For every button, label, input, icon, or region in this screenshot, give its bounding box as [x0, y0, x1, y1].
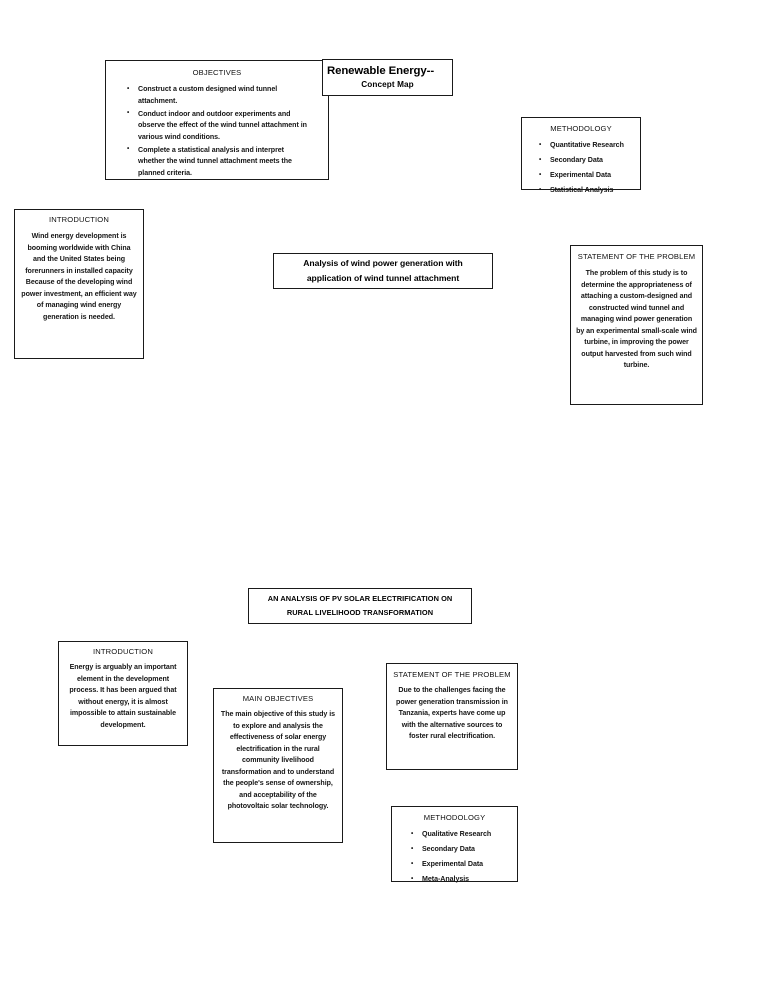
- objectives-box: OBJECTIVES Construct a custom designed w…: [105, 60, 329, 180]
- main-objectives-text: The main objective of this study is to e…: [220, 710, 336, 811]
- main-objectives-box-solar: MAIN OBJECTIVES The main objective of th…: [213, 688, 343, 843]
- introduction-box-wind: INTRODUCTION Wind energy development is …: [14, 209, 144, 359]
- problem-heading: STATEMENT OF THE PROBLEM: [577, 252, 696, 261]
- central-topic-box-wind: Analysis of wind power generation with a…: [273, 253, 493, 289]
- page-title: Renewable Energy--: [326, 65, 435, 77]
- methodology-list: Quantitative Research Secondary Data Exp…: [526, 140, 636, 196]
- methodology-box-wind: METHODOLOGY Quantitative Research Second…: [521, 117, 641, 196]
- methodology-heading: METHODOLOGY: [550, 124, 612, 133]
- list-item: Construct a custom designed wind tunnel …: [127, 84, 322, 107]
- list-item: Secondary Data: [539, 155, 636, 166]
- methodology-box-solar: METHODOLOGY Qualitative Research Seconda…: [391, 806, 518, 885]
- page-subtitle: Concept Map: [361, 79, 414, 89]
- methodology-list: Qualitative Research Secondary Data Expe…: [396, 829, 513, 885]
- list-item: Statistical Analysis: [539, 185, 636, 196]
- list-item: Experimental Data: [539, 170, 636, 181]
- list-item: Experimental Data: [411, 859, 513, 870]
- concept-map-title-box: Renewable Energy-- Concept Map: [322, 59, 453, 96]
- introduction-text: Wind energy development is booming world…: [21, 232, 137, 321]
- main-objectives-heading: MAIN OBJECTIVES: [242, 694, 314, 703]
- central-topic-text: Analysis of wind power generation with a…: [303, 257, 463, 283]
- list-item: Qualitative Research: [411, 829, 513, 840]
- objectives-heading: OBJECTIVES: [192, 68, 242, 77]
- list-item: Quantitative Research: [539, 140, 636, 151]
- problem-text: Due to the challenges facing the power g…: [396, 686, 508, 741]
- list-item: Meta-Analysis: [411, 874, 513, 885]
- introduction-text: Energy is arguably an important element …: [69, 663, 177, 729]
- methodology-heading: METHODOLOGY: [423, 813, 486, 822]
- central-topic-box-solar: AN ANALYSIS OF PV SOLAR ELECTRIFICATION …: [248, 588, 472, 624]
- list-item: Secondary Data: [411, 844, 513, 855]
- introduction-heading: INTRODUCTION: [92, 647, 153, 656]
- central-topic-text: AN ANALYSIS OF PV SOLAR ELECTRIFICATION …: [267, 593, 453, 617]
- introduction-heading: INTRODUCTION: [48, 215, 109, 224]
- statement-of-problem-box-wind: STATEMENT OF THE PROBLEM The problem of …: [570, 245, 703, 405]
- introduction-box-solar: INTRODUCTION Energy is arguably an impor…: [58, 641, 188, 746]
- problem-text: The problem of this study is to determin…: [576, 269, 697, 370]
- objectives-list: Construct a custom designed wind tunnel …: [112, 84, 322, 179]
- problem-heading: STATEMENT OF THE PROBLEM: [393, 670, 511, 679]
- statement-of-problem-box-solar: STATEMENT OF THE PROBLEM Due to the chal…: [386, 663, 518, 770]
- list-item: Conduct indoor and outdoor experiments a…: [127, 108, 322, 143]
- list-item: Complete a statistical analysis and inte…: [127, 144, 322, 179]
